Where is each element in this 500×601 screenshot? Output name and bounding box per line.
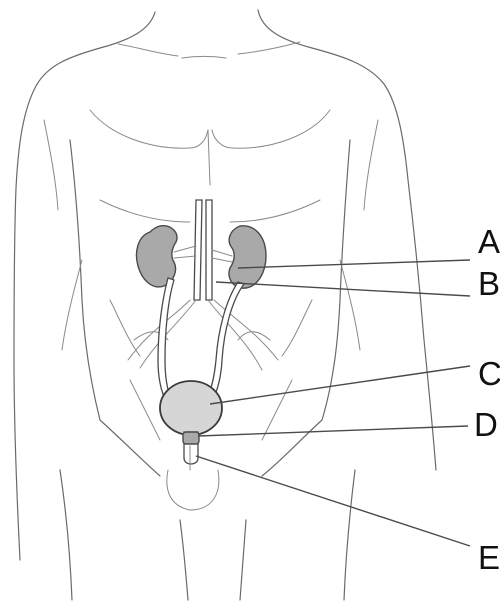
label-b: B [478, 267, 500, 300]
label-c: C [478, 357, 500, 390]
label-e: E [478, 541, 500, 574]
leader-line-d [198, 426, 468, 436]
leader-line-c [210, 366, 470, 404]
leader-line-e [196, 456, 470, 546]
label-d: D [474, 408, 498, 441]
bladder [160, 381, 222, 435]
leader-line-a [238, 260, 470, 268]
right-kidney [229, 226, 266, 288]
leader-line-b [216, 282, 470, 296]
label-a: A [478, 225, 500, 258]
leader-lines [196, 260, 470, 546]
prostate [183, 432, 199, 444]
human-torso-outline [14, 10, 436, 600]
urinary-system [128, 200, 278, 470]
left-kidney [137, 226, 178, 287]
